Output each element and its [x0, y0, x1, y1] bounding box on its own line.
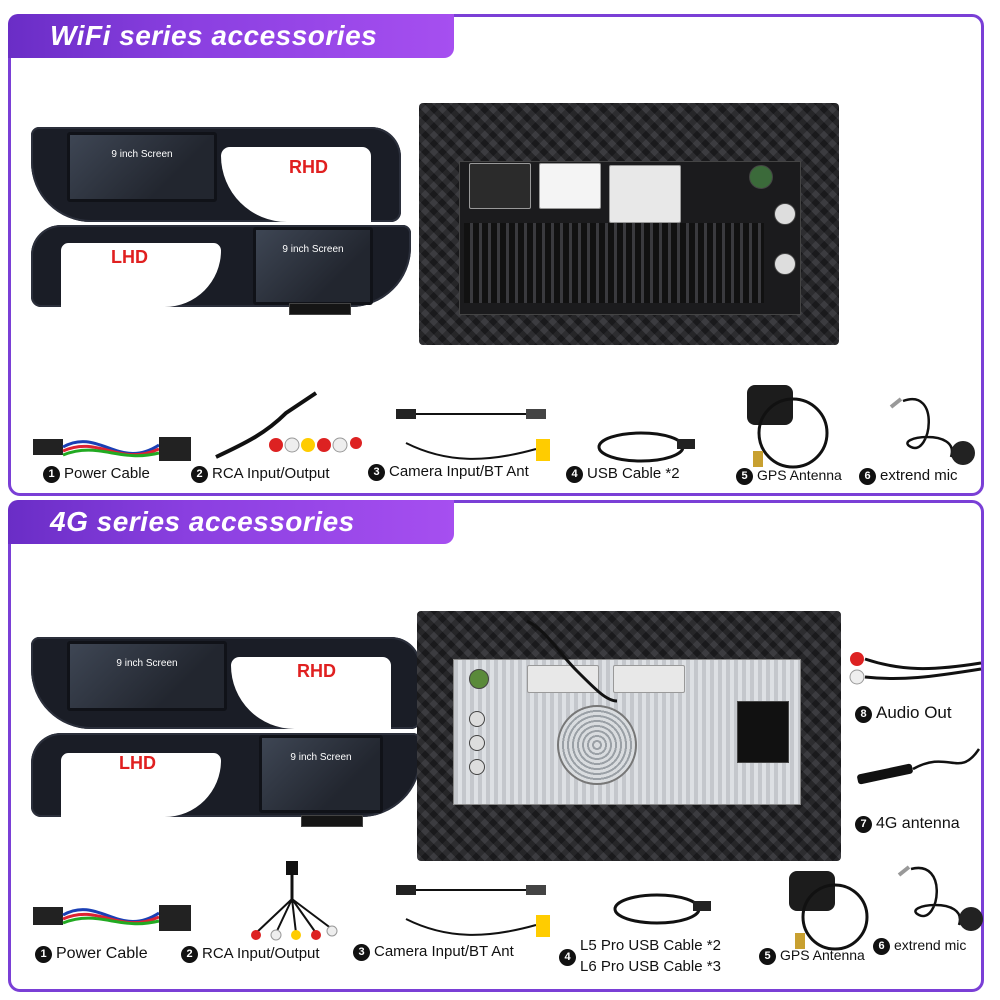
wifi-section: WiFi series accessories 9 inch Screen RH… [8, 14, 984, 496]
fourg-usb-cable-image [613, 893, 711, 925]
fourg-unit-back-image [417, 611, 841, 861]
fourg-lhd-label: LHD [119, 753, 156, 773]
fourg-lhd-screen: 9 inch Screen [259, 735, 383, 813]
fourg-camera-cable-image [396, 885, 550, 937]
wifi-section-title: WiFi series accessories [8, 14, 454, 58]
fourg-mic-image [897, 865, 983, 931]
fourg-rhd-label: RHD [297, 661, 336, 681]
fourg-lhd-dash-frame: 9 inch Screen LHD [31, 733, 421, 828]
fourg-antenna-image [857, 748, 981, 785]
wifi-unit-back-image [419, 103, 839, 345]
fourg-power-cable-image [33, 905, 191, 931]
rca-cable-image [215, 391, 362, 459]
fourg-section: 4G series accessories 9 inch Screen RHD … [8, 500, 984, 992]
fourg-rhd-screen: 9 inch Screen [67, 641, 227, 711]
fourg-rhd-screen-text: 9 inch Screen [116, 658, 178, 669]
mic-image [889, 397, 975, 465]
lhd-screen: 9 inch Screen [253, 227, 373, 305]
usb-cable-image [597, 431, 695, 463]
audio-out-cable-image [849, 652, 982, 685]
lhd-dash-frame: 9 inch Screen LHD [31, 225, 411, 315]
camera-cable-image [396, 409, 550, 461]
fourg-section-title: 4G series accessories [8, 500, 454, 544]
fourg-gps-antenna-image [789, 871, 869, 951]
power-cable-image [33, 437, 191, 461]
fourg-item-4-line1: L5 Pro USB Cable *2 [580, 937, 721, 954]
fourg-rca-cable-image [251, 861, 338, 941]
lhd-screen-text: 9 inch Screen [282, 244, 344, 255]
rhd-label: RHD [289, 157, 328, 177]
rhd-screen-text: 9 inch Screen [111, 149, 173, 160]
rhd-dash-frame: 9 inch Screen RHD [31, 127, 401, 222]
fourg-rhd-dash-frame: 9 inch Screen RHD [31, 637, 421, 732]
gps-antenna-image [747, 385, 829, 469]
rhd-screen: 9 inch Screen [67, 132, 217, 202]
lhd-label: LHD [111, 247, 148, 267]
fourg-item-4-line2: L6 Pro USB Cable *3 [580, 958, 721, 975]
fourg-lhd-screen-text: 9 inch Screen [290, 752, 352, 763]
